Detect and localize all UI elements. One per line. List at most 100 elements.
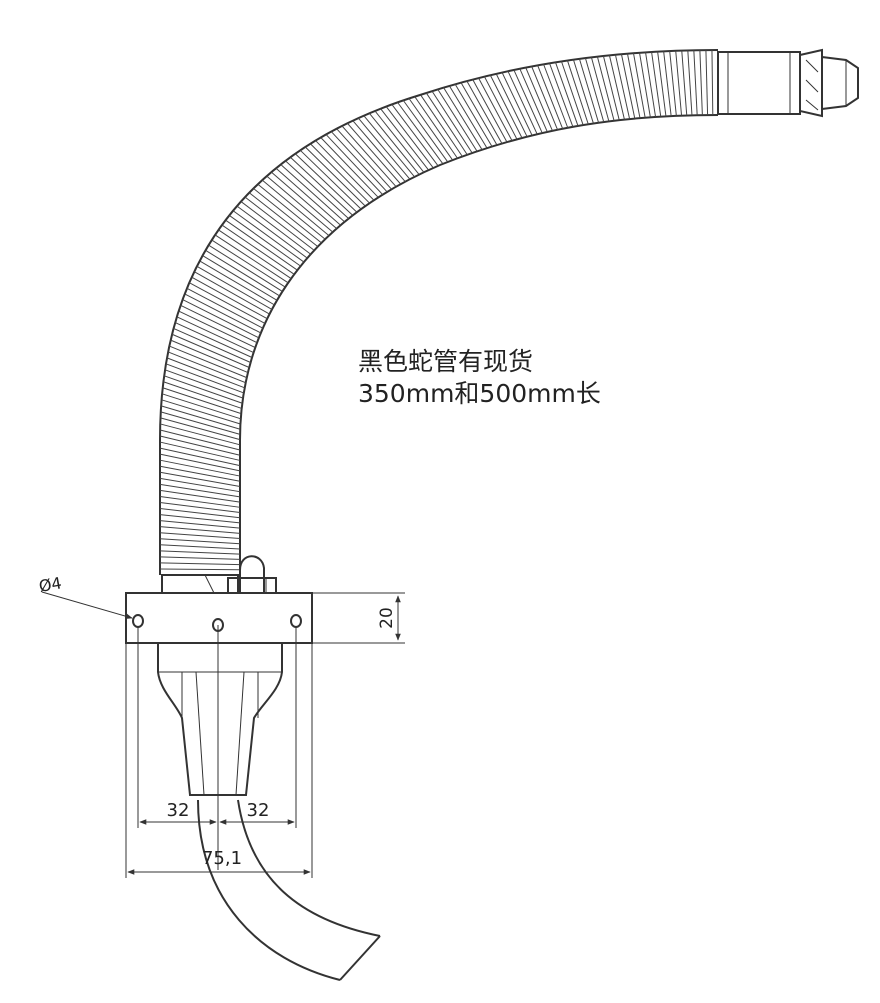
hose-rib — [184, 293, 262, 334]
hose-rib — [602, 55, 620, 121]
hose-base-connector — [161, 555, 277, 594]
hose-rib — [448, 85, 488, 149]
hose-rib — [159, 495, 241, 508]
hose-rib — [357, 117, 411, 180]
hose-rib — [460, 82, 498, 146]
hose-rib — [675, 50, 683, 116]
hose-rib — [159, 526, 241, 534]
hose-rib — [163, 381, 242, 409]
hose-rib — [431, 90, 473, 154]
hose-rib — [699, 50, 703, 116]
fitting-sleeve — [717, 51, 801, 115]
hose-rib — [369, 112, 420, 175]
hose-rib — [525, 67, 553, 131]
hose-rib — [271, 171, 338, 230]
hose-rib — [555, 62, 579, 127]
hose-end-fitting — [717, 48, 859, 118]
hose-rib — [162, 387, 242, 415]
hose-rib — [170, 339, 249, 374]
hose-rib — [199, 260, 275, 306]
hose-rib — [248, 192, 319, 247]
hose-rib — [315, 140, 375, 201]
dim-hole-diameter: Ø4 — [37, 573, 63, 596]
hose-rib — [352, 120, 406, 182]
hose-rib — [221, 224, 295, 275]
hose-rib — [225, 219, 298, 271]
hose-rib — [196, 265, 273, 310]
hose-rib — [519, 68, 548, 133]
hose-outline-inner — [239, 114, 719, 575]
hose-rib — [159, 501, 241, 514]
hose-rib — [159, 429, 241, 451]
hose-rib — [310, 143, 370, 204]
hose-rib — [626, 53, 641, 119]
hose-rib — [159, 471, 241, 487]
hose-rib — [159, 489, 241, 503]
hose-rib — [191, 276, 268, 320]
hose-rib — [693, 50, 698, 116]
hose-rib — [385, 106, 434, 169]
hose-rib — [608, 55, 625, 120]
mounting-plate — [125, 592, 313, 644]
mount-hole-right — [290, 614, 302, 628]
hose-corrugation-ribs — [159, 50, 714, 571]
hose-rib — [194, 271, 270, 315]
hose-rib — [159, 550, 241, 555]
hose-rib — [159, 459, 241, 477]
hose-rib — [160, 405, 241, 430]
dimension-lines — [41, 591, 405, 878]
hose-rib — [280, 164, 345, 223]
hose-rib — [159, 514, 241, 524]
hose-rib — [253, 188, 322, 244]
hose-rib — [165, 363, 244, 394]
hose-rib — [408, 98, 454, 161]
hose-rib — [257, 183, 326, 240]
hose-rib — [681, 50, 688, 116]
hose-rib — [543, 64, 569, 128]
hose-rib — [299, 149, 362, 210]
hose-rib — [566, 60, 589, 125]
hose-rib — [159, 556, 241, 560]
hose-rib — [425, 92, 468, 156]
hose-rib — [402, 100, 449, 163]
hose-rib — [160, 411, 241, 435]
hose-rib — [160, 417, 241, 441]
hose-rib — [159, 477, 241, 493]
hose-rib — [304, 146, 366, 207]
hose-rib — [161, 399, 241, 425]
hose-rib — [208, 244, 283, 292]
hose-rib — [171, 333, 250, 368]
hose-rib — [159, 483, 241, 498]
hose-rib — [159, 465, 241, 482]
stock-note-line2: 350mm和500mm长 — [358, 379, 601, 408]
hose-rib — [159, 538, 241, 545]
hose-rib — [663, 51, 672, 117]
hose-rib — [397, 102, 444, 165]
hose-rib — [420, 94, 463, 157]
hose-rib — [169, 345, 247, 379]
hose-rib — [159, 568, 241, 571]
hose-rib — [507, 70, 538, 135]
hose-rib — [159, 562, 241, 566]
hose-rib — [531, 66, 559, 130]
exit-tube — [197, 799, 381, 981]
hose-rib — [705, 50, 709, 116]
hose-rib — [669, 50, 677, 116]
hose-rib — [414, 96, 458, 159]
hose-rib — [173, 327, 251, 363]
hose-rib — [632, 53, 646, 118]
hose-rib — [290, 156, 354, 216]
hose-rib — [294, 153, 358, 213]
hose-rib — [178, 310, 256, 349]
hose-rib — [483, 76, 518, 140]
hose-rib — [261, 179, 330, 237]
dim-right-offset: 32 — [247, 800, 270, 821]
gooseneck-hose — [159, 49, 719, 575]
hose-rib — [549, 63, 574, 127]
hose-rib — [159, 447, 241, 467]
hose-rib — [244, 196, 315, 251]
stock-note: 黑色蛇管有现货 350mm和500mm长 — [358, 346, 601, 410]
hose-rib — [584, 57, 605, 123]
hose-rib — [159, 453, 241, 472]
